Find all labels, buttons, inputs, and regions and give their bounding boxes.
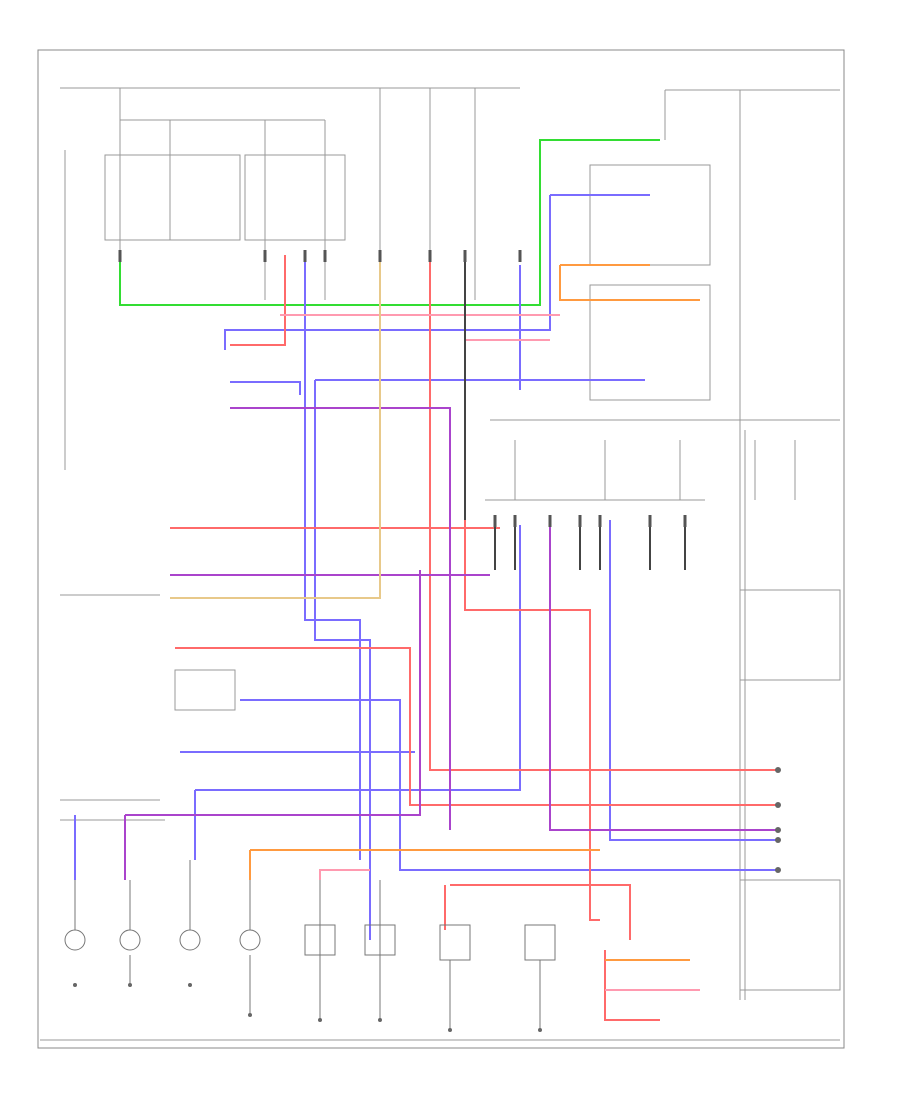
diagram-frame	[37, 49, 845, 1049]
lamp-units	[64, 860, 556, 1030]
wires-blue	[74, 194, 780, 940]
ground-markers	[73, 767, 781, 1032]
wires-orange	[249, 264, 700, 961]
wires-red	[170, 255, 780, 1021]
wires-pink	[280, 314, 700, 991]
connector-pins	[118, 250, 687, 527]
wire-tan	[170, 255, 381, 599]
wire-green	[119, 139, 660, 306]
wires-purple	[124, 407, 780, 880]
wires-black	[464, 255, 686, 570]
top-power-bus	[40, 87, 841, 1041]
